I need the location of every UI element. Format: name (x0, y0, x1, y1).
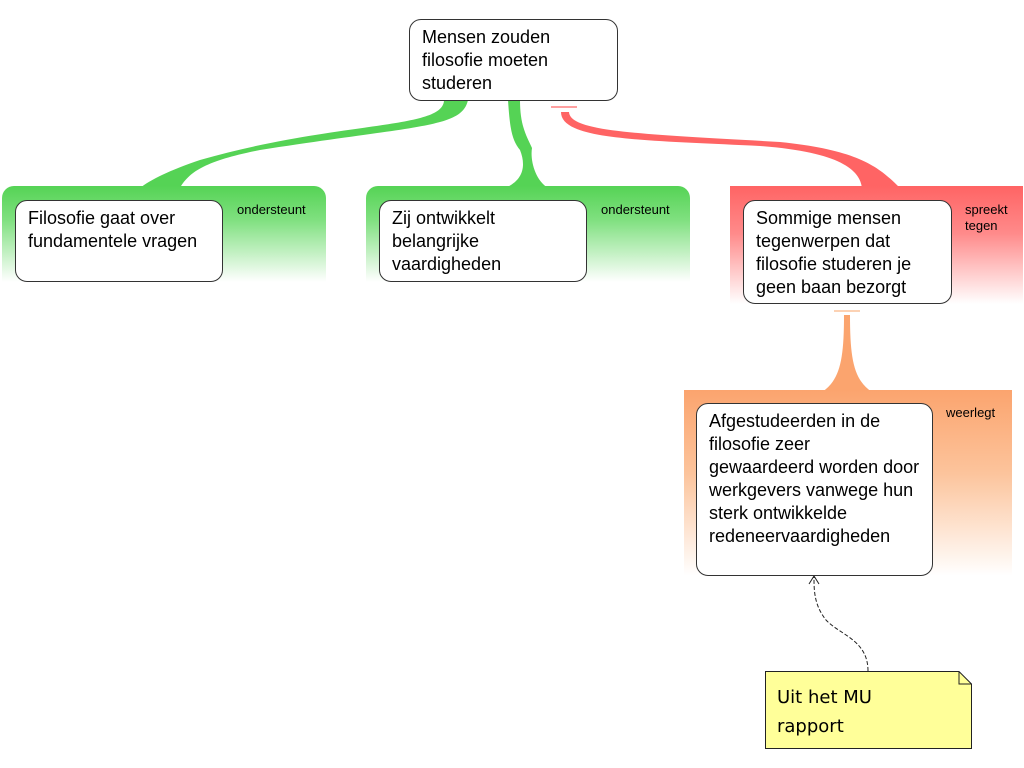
rebuttal-box[interactable]: Afgestudeerden in de filosofie zeer gewa… (696, 403, 933, 576)
relation-label: ondersteunt (601, 202, 670, 217)
oppose-link (561, 112, 900, 188)
support-link-2 (505, 100, 548, 188)
rebut-link (822, 315, 872, 392)
reason-box-1[interactable]: Filosofie gaat over fundamentele vragen (15, 200, 223, 282)
relation-label: ondersteunt (237, 202, 306, 217)
note-link (813, 576, 869, 672)
note-shape (765, 671, 972, 749)
objection-box[interactable]: Sommige mensen tegenwerpen dat filosofie… (743, 200, 952, 304)
reason-box-2[interactable]: Zij ontwikkelt belangrijke vaardigheden (379, 200, 587, 282)
note[interactable]: Uit het MU rapport (765, 671, 972, 749)
root-claim-box[interactable]: Mensen zouden filosofie moeten studeren (409, 19, 618, 101)
support-link-1 (140, 100, 468, 188)
relation-label: spreekt tegen (965, 202, 1008, 233)
relation-label: weerlegt (946, 405, 996, 420)
note-text: Uit het MU rapport (777, 687, 872, 737)
arrow-head-icon (808, 575, 820, 585)
